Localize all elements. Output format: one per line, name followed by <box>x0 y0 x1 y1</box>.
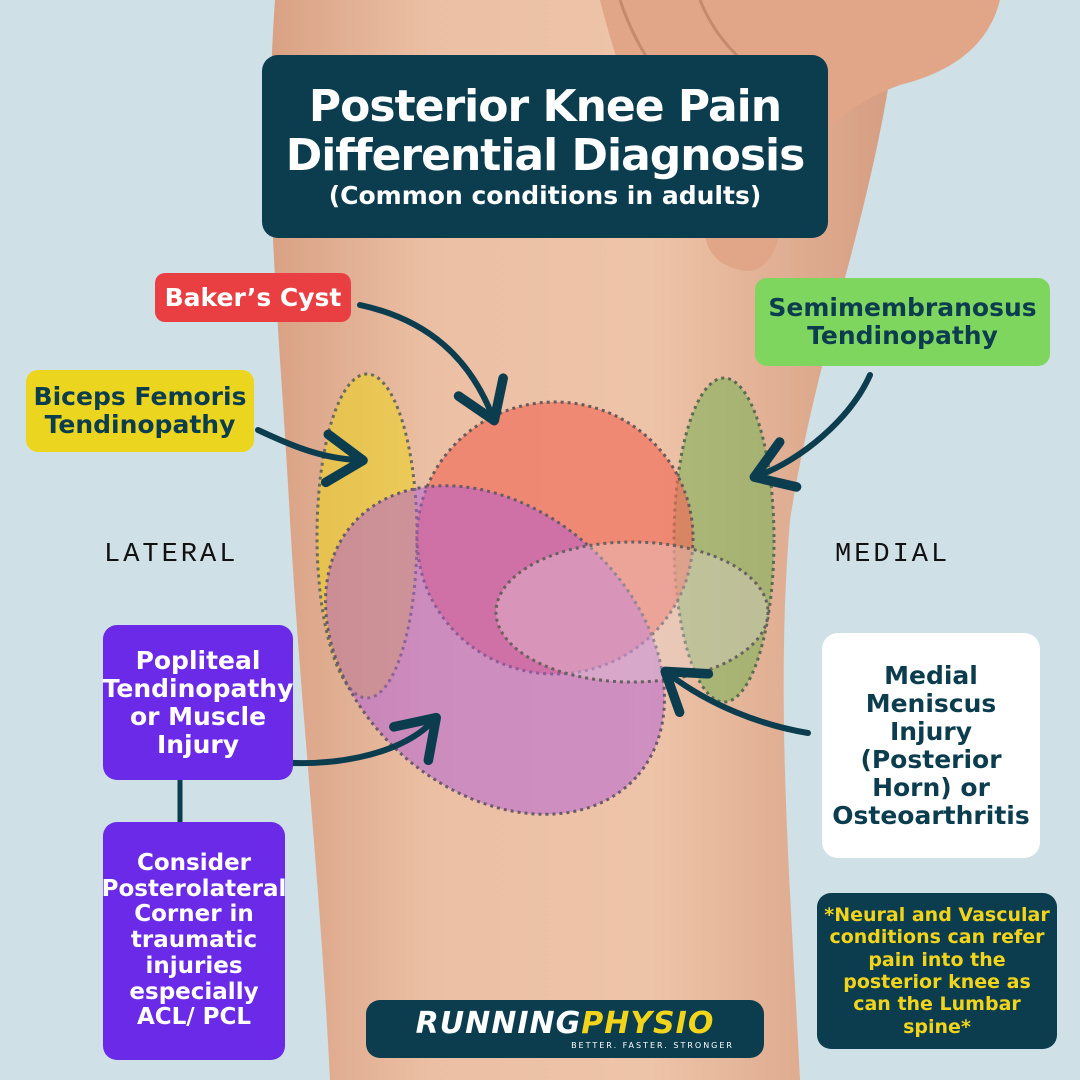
semimembranosus-label: Semimembranosus Tendinopathy <box>755 278 1050 366</box>
title-box: Posterior Knee Pain Differential Diagnos… <box>262 55 828 238</box>
arrow-biceps-femoris <box>255 427 368 488</box>
runningphysio-logo: RUNNINGPHYSIO BETTER. FASTER. STRONGER <box>366 1000 764 1058</box>
logo-tagline: BETTER. FASTER. STRONGER <box>571 1040 734 1050</box>
arrow-semimembranosus <box>749 372 873 492</box>
arrow-medial-meniscus <box>660 666 811 736</box>
logo-unning: UNNING <box>439 1005 582 1041</box>
consider-note: Consider Posterolateral Corner in trauma… <box>102 822 286 1060</box>
popliteal-label: Popliteal Tendinopathy or Muscle Injury <box>103 625 293 780</box>
medial-meniscus-zone <box>494 540 770 684</box>
semimembranosus-zone <box>672 376 776 704</box>
logo-wordmark: RUNNINGPHYSIO <box>415 1005 715 1041</box>
medial-meniscus-label: Medial Meniscus Injury (Posterior Horn) … <box>822 633 1040 858</box>
lateral-label: LATERAL <box>104 540 239 570</box>
logo-physio: PHYSIO <box>581 1005 715 1041</box>
footnote: *Neural and Vascular conditions can refe… <box>817 893 1057 1049</box>
medial-label: MEDIAL <box>835 540 951 570</box>
logo-r: R <box>415 1005 440 1041</box>
title-line-2: Differential Diagnosis <box>285 129 806 181</box>
title-line-1: Posterior Knee Pain <box>308 81 782 133</box>
subtitle: (Common conditions in adults) <box>328 180 762 210</box>
bakers-cyst-label: Baker’s Cyst <box>155 273 351 322</box>
arrow-bakers-cyst <box>357 302 508 426</box>
biceps-femoris-label: Biceps Femoris Tendinopathy <box>26 370 254 452</box>
